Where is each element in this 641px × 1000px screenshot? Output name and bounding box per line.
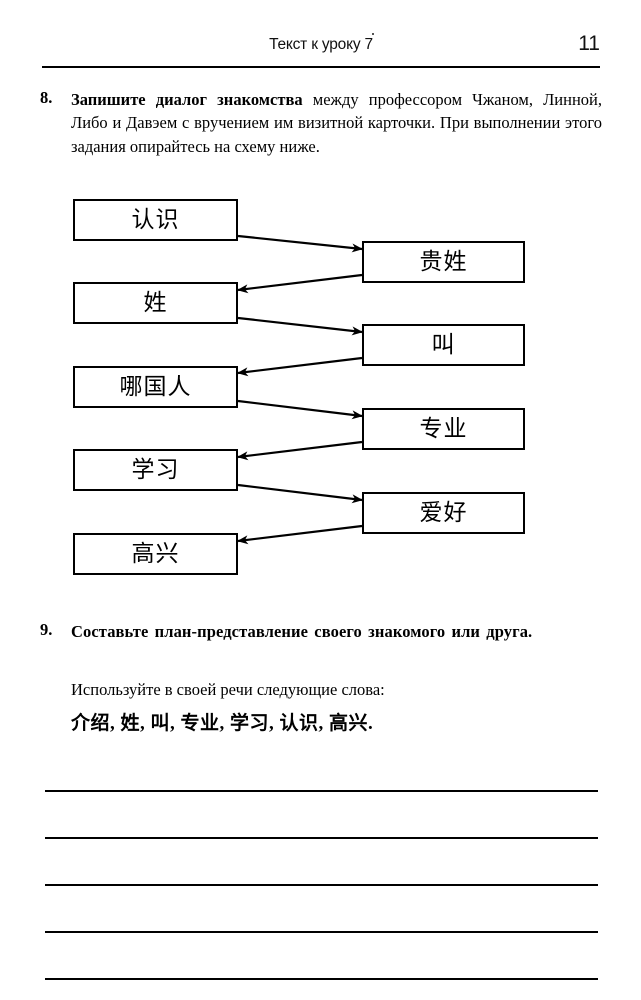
writing-line-1[interactable] (45, 790, 598, 792)
diagram-node-right-2[interactable]: 专业 (362, 408, 525, 450)
diagram-node-left-1[interactable]: 姓 (73, 282, 238, 324)
header-divider (42, 66, 600, 68)
exercise-8-text: Запишите диалог знакомства между професс… (71, 88, 602, 158)
diagram-node-left-3-label: 学习 (131, 456, 180, 483)
diagram-node-right-3[interactable]: 爱好 (362, 492, 525, 534)
exercise-8-text-rest: между профессором Чжаном, Линной, Либо и… (71, 90, 602, 156)
diagram-node-left-2[interactable]: 哪国人 (73, 366, 238, 408)
diagram-node-left-0[interactable]: 认识 (73, 199, 238, 241)
exercise-8-number: 8. (40, 88, 53, 107)
connector-renshi-to-guixing (237, 234, 363, 253)
connector-zhuanye-to-xuexi (237, 440, 363, 461)
exercise-9: 9. Составьте план-представление своего з… (40, 620, 602, 643)
sub-instruction: Используйте в своей речи следующие слова… (71, 680, 385, 699)
writing-line-5[interactable] (45, 978, 598, 980)
connector-naguoren-to-zhuanye (237, 399, 363, 420)
diagram-node-right-0[interactable]: 贵姓 (362, 241, 525, 283)
connector-guixing-to-xing (237, 273, 363, 294)
vocabulary-word-list: 介绍, 姓, 叫, 专业, 学习, 认识, 高兴. (71, 713, 374, 734)
diagram-node-left-0-label: 认识 (131, 206, 180, 233)
diagram-node-left-4[interactable]: 高兴 (73, 533, 238, 575)
diagram-node-left-2-label: 哪国人 (119, 373, 192, 400)
diagram-node-right-1[interactable]: 叫 (362, 324, 525, 366)
diagram-node-left-3[interactable]: 学习 (73, 449, 238, 491)
page-speck (372, 33, 374, 35)
exercise-8-text-bold: Запишите диалог знакомства (71, 90, 303, 109)
header-title: Текст к уроку 7 (269, 36, 373, 53)
connector-xing-to-jiao (237, 316, 363, 336)
writing-line-2[interactable] (45, 837, 598, 839)
connector-aihao-to-gaoxing (237, 524, 363, 545)
exercise-9-text: Составьте план-представление своего знак… (71, 622, 533, 641)
page-header: Текст к уроку 7 11 (42, 32, 600, 66)
diagram-node-left-4-label: 高兴 (131, 540, 180, 567)
writing-line-3[interactable] (45, 884, 598, 886)
exercise-8: 8. Запишите диалог знакомства между проф… (40, 88, 602, 158)
diagram-node-right-0-label: 贵姓 (419, 248, 468, 275)
exercise-9-number: 9. (40, 620, 53, 639)
connector-jiao-to-naguoren (237, 356, 363, 377)
page-number: 11 (578, 32, 600, 55)
writing-line-4[interactable] (45, 931, 598, 933)
diagram-node-left-1-label: 姓 (143, 289, 168, 316)
diagram-node-right-3-label: 爱好 (419, 499, 468, 526)
diagram-node-right-2-label: 专业 (419, 415, 468, 442)
connector-xuexi-to-aihao (237, 483, 363, 504)
diagram-node-right-1-label: 叫 (431, 331, 456, 358)
